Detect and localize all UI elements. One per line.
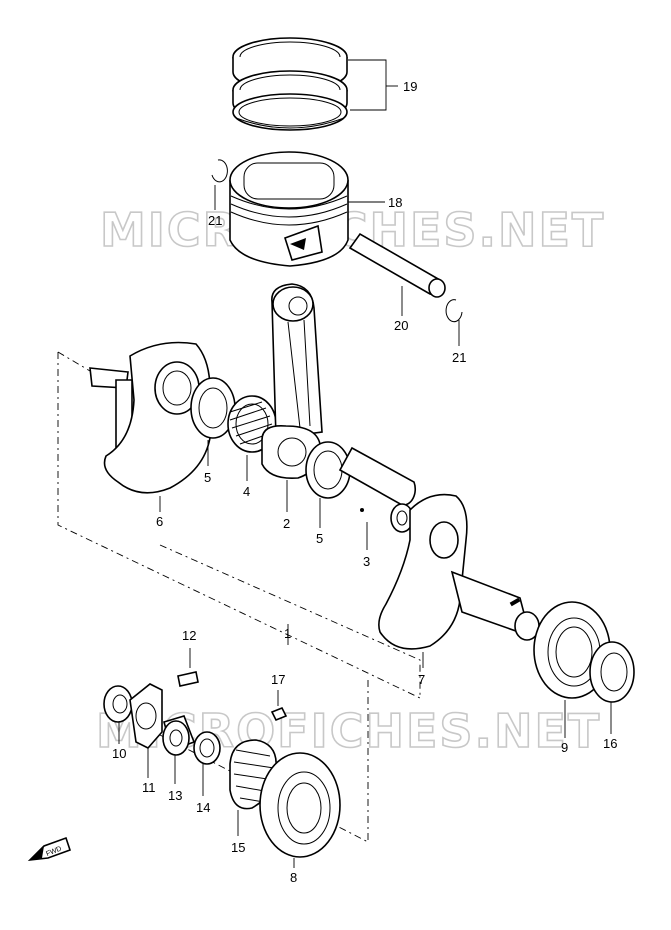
callout-1: 1 bbox=[284, 626, 291, 641]
callout-16: 16 bbox=[603, 736, 617, 751]
circlip-left bbox=[211, 159, 228, 210]
callout-21-left: 21 bbox=[208, 213, 222, 228]
piston-pin bbox=[348, 232, 446, 316]
spacer bbox=[162, 715, 196, 784]
callout-11: 11 bbox=[142, 780, 156, 795]
callout-8: 8 bbox=[290, 870, 297, 885]
callout-5-left: 5 bbox=[204, 470, 211, 485]
fwd-arrow: FWD bbox=[27, 836, 72, 862]
callout-21-right: 21 bbox=[452, 350, 466, 365]
retainer-plate bbox=[129, 683, 163, 778]
callout-9: 9 bbox=[561, 740, 568, 755]
left-crank-web bbox=[89, 341, 211, 512]
woodruff-key bbox=[270, 690, 288, 722]
washer bbox=[193, 731, 221, 796]
callout-6: 6 bbox=[156, 514, 163, 529]
callout-15: 15 bbox=[231, 840, 245, 855]
callout-10: 10 bbox=[112, 746, 126, 761]
callout-13: 13 bbox=[168, 788, 182, 803]
piston bbox=[229, 151, 385, 267]
callout-19: 19 bbox=[403, 79, 417, 94]
bolt bbox=[177, 648, 199, 687]
callout-18: 18 bbox=[388, 195, 402, 210]
callout-12: 12 bbox=[182, 628, 196, 643]
callout-3: 3 bbox=[363, 554, 370, 569]
circlip-right bbox=[445, 299, 463, 346]
callout-2: 2 bbox=[283, 516, 290, 531]
callout-20: 20 bbox=[394, 318, 408, 333]
callout-17: 17 bbox=[271, 672, 285, 687]
callout-5-right: 5 bbox=[316, 531, 323, 546]
callout-7: 7 bbox=[418, 672, 425, 687]
callout-4: 4 bbox=[243, 484, 250, 499]
right-crank-web bbox=[378, 493, 540, 668]
thrust-washer-right bbox=[305, 441, 351, 528]
callout-14: 14 bbox=[196, 800, 210, 815]
left-main-bearing bbox=[259, 752, 341, 868]
small-oil-seal bbox=[103, 685, 133, 744]
oil-seal bbox=[589, 641, 635, 734]
piston-rings bbox=[232, 37, 398, 131]
crank-pin bbox=[338, 446, 417, 550]
